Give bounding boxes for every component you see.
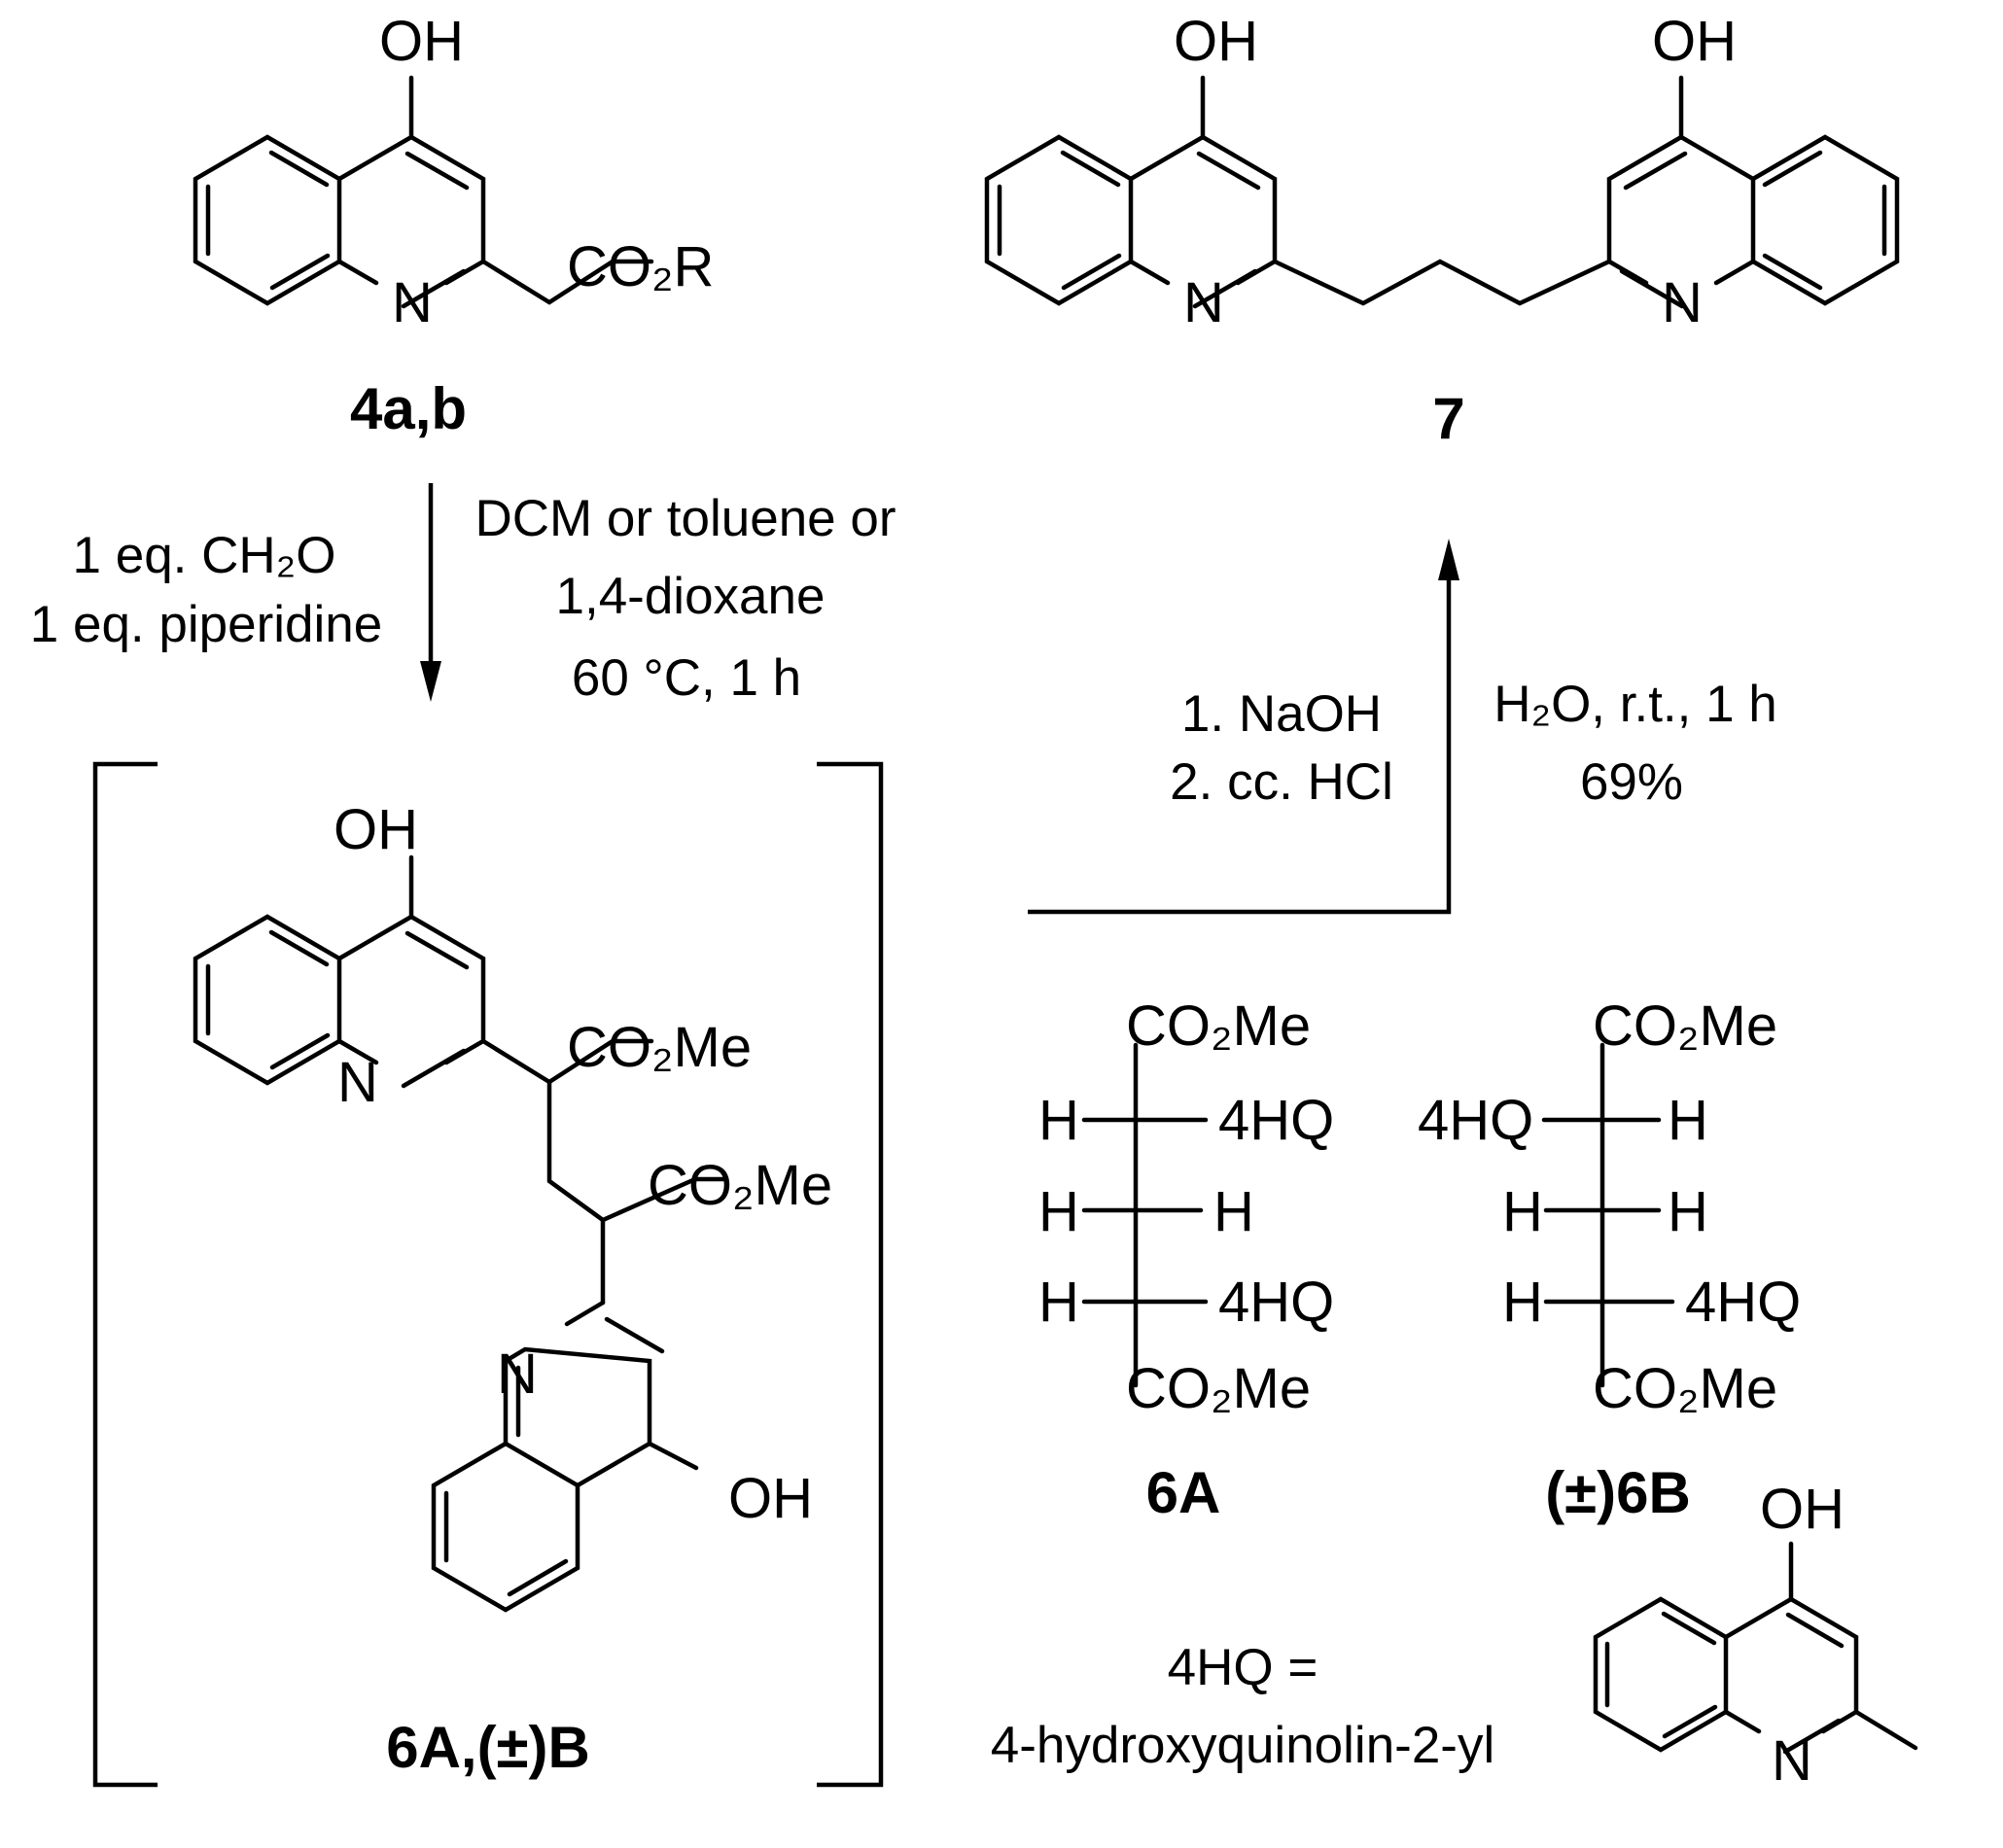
fischer-6a-structure <box>1081 1042 1209 1388</box>
oh-label: OH <box>334 798 418 861</box>
step1-condition-2: 1,4-dioxane <box>556 568 826 625</box>
h-label: H <box>1668 1089 1708 1152</box>
n-label: N <box>1183 271 1224 334</box>
compound-7-structure <box>984 75 1900 309</box>
co2me-label: CO₂Me <box>1593 1357 1777 1420</box>
co2me-label: CO₂Me <box>1126 994 1311 1058</box>
n-label: N <box>337 1051 378 1114</box>
4hq-structure <box>1593 1541 1918 1755</box>
n-label: N <box>1662 271 1703 334</box>
bracket-right <box>817 761 884 1788</box>
h-label: H <box>1668 1180 1708 1243</box>
step1-reagent-2: 1 eq. piperidine <box>30 596 382 653</box>
step1-condition-3: 60 °C, 1 h <box>572 649 801 707</box>
legend-4hq-definition: 4-hydroxyquinolin-2-yl <box>991 1717 1494 1774</box>
co2r-label: CO₂R <box>567 235 714 298</box>
compound-4ab-structure <box>193 75 654 309</box>
step2-condition-2: 69% <box>1580 753 1683 811</box>
compound-6a-label: 6A <box>1146 1460 1221 1525</box>
step2-condition-1: H₂O, r.t., 1 h <box>1493 676 1777 733</box>
n-label: N <box>392 271 433 334</box>
n-label: N <box>1772 1729 1812 1793</box>
compound-6b-label: (±)6B <box>1545 1460 1691 1525</box>
h-label: H <box>1213 1180 1254 1243</box>
step2-reagent-2: 2. cc. HCl <box>1170 753 1393 811</box>
compound-7-label: 7 <box>1432 386 1464 451</box>
co2me-label: CO₂Me <box>567 1016 752 1079</box>
compound-4ab-label: 4a,b <box>350 376 467 441</box>
oh-label: OH <box>379 10 464 73</box>
4hq-label: 4HQ <box>1418 1089 1533 1152</box>
legend-4hq-title: 4HQ = <box>1168 1639 1318 1696</box>
4hq-label: 4HQ <box>1218 1089 1334 1152</box>
n-label: N <box>497 1342 538 1406</box>
step1-arrow <box>420 483 441 702</box>
step1-condition-1: DCM or toluene or <box>474 490 896 547</box>
4hq-label: 4HQ <box>1218 1271 1334 1334</box>
step2-arrow <box>1028 539 1459 915</box>
oh-label: OH <box>1652 10 1737 73</box>
step1-reagent-1: 1 eq. CH₂O <box>73 527 336 584</box>
step2-reagent-1: 1. NaOH <box>1181 685 1382 743</box>
h-label: H <box>1038 1089 1079 1152</box>
fischer-6b-structure <box>1541 1042 1675 1388</box>
co2me-label: CO₂Me <box>1593 994 1777 1058</box>
co2me-label: CO₂Me <box>648 1154 832 1217</box>
oh-label: OH <box>1760 1478 1845 1541</box>
co2me-label: CO₂Me <box>1126 1357 1311 1420</box>
h-label: H <box>1502 1271 1543 1334</box>
h-label: H <box>1038 1271 1079 1334</box>
compound-6-structure <box>193 854 728 1613</box>
h-label: H <box>1038 1180 1079 1243</box>
4hq-label: 4HQ <box>1685 1271 1801 1334</box>
h-label: H <box>1502 1180 1543 1243</box>
oh-label: OH <box>728 1467 813 1530</box>
oh-label: OH <box>1174 10 1258 73</box>
bracket-left <box>92 761 158 1788</box>
compound-6-label: 6A,(±)B <box>386 1715 590 1780</box>
